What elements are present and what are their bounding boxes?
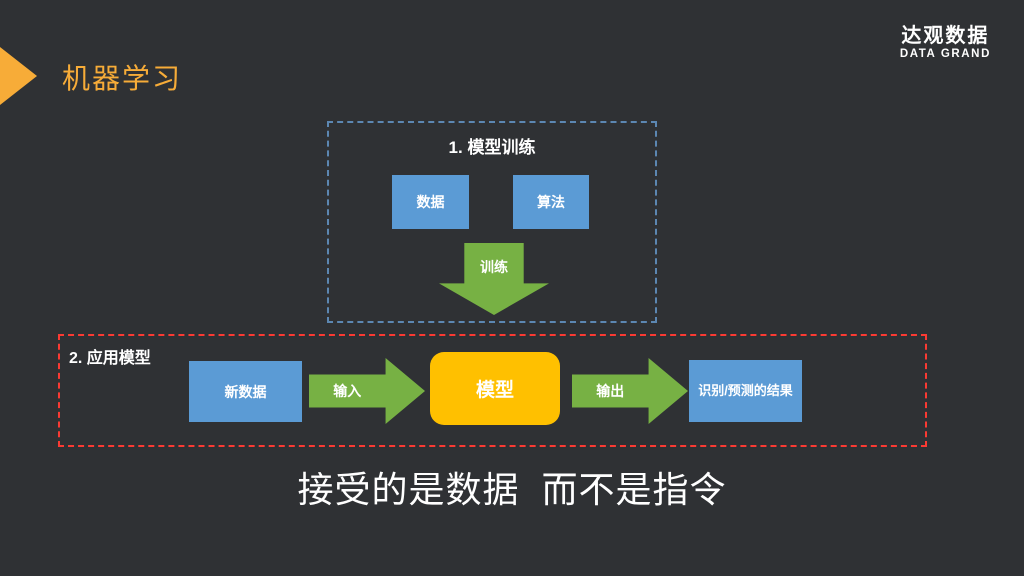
output-arrow-right-icon: 输出 xyxy=(572,358,688,424)
output-arrow-label: 输出 xyxy=(596,383,625,399)
page-title: 机器学习 xyxy=(62,63,183,94)
training-section-frame: 1. 模型训练 数据 算法 训练 xyxy=(327,121,657,323)
result-box: 识别/预测的结果 xyxy=(689,360,802,422)
algorithm-box: 算法 xyxy=(513,175,589,229)
training-section-title: 1. 模型训练 xyxy=(448,138,536,157)
train-arrow-label: 训练 xyxy=(480,259,508,275)
new-data-box: 新数据 xyxy=(189,361,302,422)
slide-caption: 接受的是数据 而不是指令 xyxy=(297,469,727,510)
train-arrow-down-icon: 训练 xyxy=(439,243,549,315)
brand-logo-cn: 达观数据 xyxy=(901,25,990,47)
data-box: 数据 xyxy=(392,175,469,229)
input-arrow-label: 输入 xyxy=(333,383,362,399)
apply-section-frame: 2. 应用模型 新数据 输入 模型 输出 识别/预测的结果 xyxy=(58,334,927,447)
brand-logo: 达观数据 DATA GRAND xyxy=(900,26,991,61)
brand-logo-en: DATA GRAND xyxy=(899,48,991,60)
accent-arrow-icon xyxy=(0,47,37,105)
model-box: 模型 xyxy=(430,352,560,425)
input-arrow-right-icon: 输入 xyxy=(309,358,425,424)
apply-section-title: 2. 应用模型 xyxy=(69,350,151,367)
